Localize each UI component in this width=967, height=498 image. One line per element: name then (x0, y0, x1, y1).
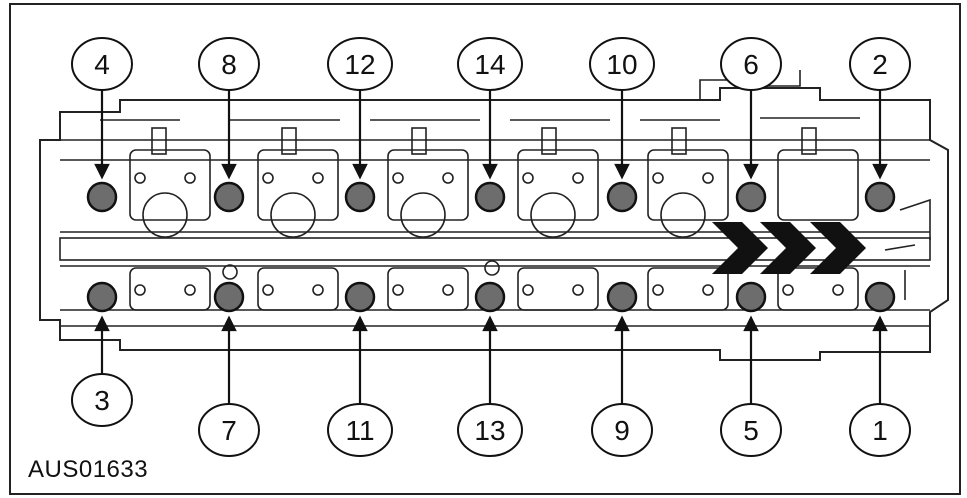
callout-bottom-6: 5 (720, 403, 782, 457)
callout-bottom-2: 7 (198, 403, 260, 457)
callout-number: 12 (344, 49, 375, 80)
callout-bottom-7: 1 (849, 403, 911, 457)
bolt-head-icon (86, 181, 118, 213)
top-leader-lines (94, 90, 888, 180)
top-row-bolts (86, 181, 896, 213)
bolt-head-icon (864, 281, 896, 313)
callout-number: 11 (345, 415, 374, 446)
callout-number: 2 (872, 49, 888, 80)
callout-number: 6 (743, 49, 759, 80)
bolt-head-icon (474, 281, 506, 313)
small-fasteners (134, 172, 844, 296)
bottom-callouts: 3 7 11 13 9 5 (71, 373, 911, 457)
chevron-right-icon (760, 222, 816, 274)
callout-top-2: 8 (198, 37, 260, 91)
top-callouts: 4 8 12 14 10 6 (71, 37, 911, 91)
bolt-head-icon (864, 181, 896, 213)
bolt-head-icon (606, 281, 638, 313)
callout-bottom-3: 11 (327, 403, 393, 457)
callout-top-3: 12 (327, 37, 393, 91)
callout-top-5: 10 (589, 37, 655, 91)
chevron-right-icon (712, 222, 768, 274)
callout-number: 4 (94, 49, 110, 80)
bolt-head-icon (86, 281, 118, 313)
bottom-leader-lines (94, 315, 888, 405)
bolt-head-icon (735, 181, 767, 213)
callout-number: 1 (872, 415, 888, 446)
callout-bottom-5: 9 (591, 403, 653, 457)
callout-bottom-4: 13 (457, 403, 523, 457)
callout-number: 13 (474, 415, 505, 446)
chevron-right-icon (810, 222, 866, 274)
callout-number: 8 (221, 49, 237, 80)
bolt-head-icon (213, 181, 245, 213)
callout-top-1: 4 (71, 37, 133, 91)
bottom-row-bolts (86, 281, 896, 313)
callout-top-7: 2 (849, 37, 911, 91)
callout-top-4: 14 (457, 37, 523, 91)
bolt-head-icon (735, 281, 767, 313)
cylinder-head (39, 70, 949, 361)
callout-number: 14 (474, 49, 505, 80)
callout-bottom-1: 3 (71, 373, 133, 427)
callout-number: 7 (221, 415, 237, 446)
direction-arrows (712, 222, 866, 274)
bolt-head-icon (344, 281, 376, 313)
bolt-head-icon (474, 181, 506, 213)
callout-number: 3 (94, 385, 110, 416)
figure-id-label: AUS01633 (28, 456, 149, 483)
cam-caps (129, 127, 859, 311)
callout-top-6: 6 (720, 37, 782, 91)
callout-number: 9 (614, 415, 630, 446)
callout-number: 10 (606, 49, 637, 80)
figure-border (9, 3, 961, 495)
bolt-head-icon (213, 281, 245, 313)
bolt-head-icon (606, 181, 638, 213)
callout-number: 5 (743, 415, 759, 446)
bolt-head-icon (344, 181, 376, 213)
